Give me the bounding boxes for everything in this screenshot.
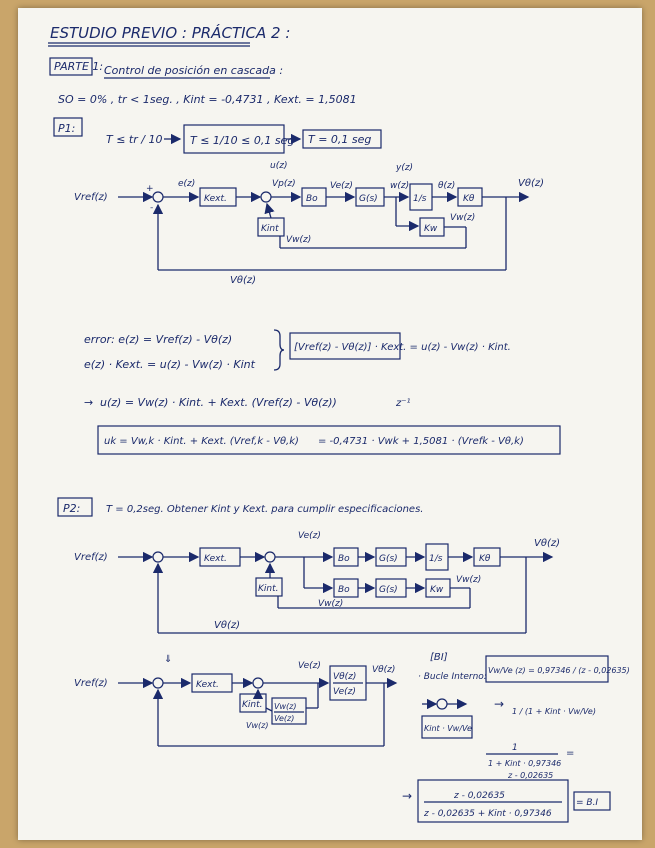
d1-y: y(z) — [395, 163, 413, 173]
d2-input: Vref(z) — [74, 552, 108, 563]
handwritten-notes: ESTUDIO PREVIO : PRÁCTICA 2 : PARTE 1: C… — [18, 8, 642, 840]
bi-frac2-den2: z - 0,02635 — [507, 771, 553, 780]
d1-kint: Kint — [261, 224, 279, 234]
p1-eq3: T = 0,1 seg — [308, 133, 371, 146]
d1-input: Vref(z) — [74, 192, 108, 203]
d2-out: Vθ(z) — [534, 538, 560, 549]
d1-vw: Vw(z) — [450, 213, 475, 223]
d1-theta: θ(z) — [438, 181, 455, 191]
d2-g2: G(s) — [379, 585, 398, 595]
bi-text: · Bucle Interno: — [418, 672, 487, 682]
svg-text:+: + — [146, 184, 154, 194]
d1-ve: Ve(z) — [330, 181, 353, 191]
bi-label: [BI] — [430, 652, 448, 663]
d3-tf-num: Vθ(z) — [333, 672, 356, 682]
part1-specs: SO = 0% , tr < 1seg. , Kint = -0,4731 , … — [58, 93, 357, 106]
p1-eq1: T ≤ tr / 10 — [106, 133, 162, 146]
bi-frac2-den1: 1 + Kint · 0,97346 — [488, 759, 561, 768]
d1-vw2: Vw(z) — [286, 235, 311, 245]
d2-kext: Kext. — [204, 554, 227, 564]
notebook-page: ESTUDIO PREVIO : PRÁCTICA 2 : PARTE 1: C… — [18, 8, 642, 840]
d3-input: Vref(z) — [74, 678, 108, 689]
d2-bo: Bo — [338, 554, 350, 564]
bi-mini-kint: Kint · Vw/Ve — [424, 724, 472, 733]
d1-error: e(z) — [178, 179, 195, 189]
d2-ve: Ve(z) — [298, 531, 321, 541]
svg-text:→: → — [494, 697, 504, 711]
p1-uk-rhs: = -0,4731 · Vwk + 1,5081 · (Vrefk - Vθ,k… — [318, 436, 524, 447]
bi-frac1: 1 / (1 + Kint · Vw/Ve) — [512, 707, 596, 716]
p1-u-eq: u(z) = Vw(z) · Kint. + Kext. (Vref(z) - … — [100, 396, 337, 409]
block-diagram-2: Vref(z) Kext. Ve(z) Bo G(s) 1/s Kθ Vθ(z)… — [74, 531, 560, 633]
d1-vp: Vp(z) — [272, 179, 296, 189]
d3-vw: Vw(z) — [246, 721, 268, 730]
p2-label: P2: — [63, 502, 80, 515]
d1-feedback: Vθ(z) — [230, 275, 256, 286]
page-title: ESTUDIO PREVIO : PRÁCTICA 2 : — [50, 23, 290, 42]
p1-error-line2: e(z) · Kext. = u(z) - Vw(z) · Kint — [84, 358, 256, 371]
d1-u: u(z) — [270, 161, 287, 171]
d2-feedback: Vθ(z) — [214, 620, 240, 631]
d2-bo2: Bo — [338, 585, 350, 595]
p1-combined: [Vref(z) - Vθ(z)] · Kext. = u(z) - Vw(z)… — [294, 342, 511, 353]
final-den: z - 0,02635 + Kint · 0,97346 — [423, 809, 552, 819]
d1-kf: Kθ — [463, 194, 475, 204]
part1-heading: PARTE 1: — [54, 60, 103, 73]
d3-kint: Kint. — [242, 700, 263, 710]
bi-frac2-num: 1 — [512, 743, 518, 753]
d1-out: Vθ(z) — [518, 178, 544, 189]
d2-kw: Kw — [430, 585, 444, 595]
p2-text: T = 0,2seg. Obtener Kint y Kext. para cu… — [106, 504, 423, 515]
p1-eq2: T ≤ 1/10 ≤ 0,1 seg — [190, 134, 294, 147]
d2-vw2: Vw(z) — [318, 599, 343, 609]
d1-bo: Bo — [306, 194, 318, 204]
d1-kw: Kw — [424, 224, 438, 234]
p1-label: P1: — [58, 122, 75, 135]
d2-g: G(s) — [379, 554, 398, 564]
block-diagram-1: Vref(z) + - e(z) Kext. u(z) Vp(z) Bo Ve(… — [74, 161, 544, 286]
block-diagram-3: ⇓ Vref(z) Kext. Ve(z) Vθ(z) Ve(z) Vθ(z) … — [74, 654, 396, 746]
final-tag: = B.I — [576, 798, 598, 808]
svg-text:⇓: ⇓ — [164, 654, 172, 665]
d2-kf: Kθ — [479, 554, 491, 564]
d3-kext: Kext. — [196, 680, 219, 690]
p1-error-line1: error: e(z) = Vref(z) - Vθ(z) — [84, 333, 232, 346]
d2-kint: Kint. — [258, 584, 279, 594]
bi-tf: Vw/Ve (z) = 0,97346 / (z - 0,02635) — [488, 666, 630, 675]
part1-subtitle: Control de posición en cascada : — [104, 64, 283, 77]
d3-tf-den: Ve(z) — [333, 687, 356, 697]
d3-vw-den: Ve(z) — [274, 714, 294, 723]
d1-g: G(s) — [359, 194, 378, 204]
d1-w: w(z) — [390, 181, 409, 191]
svg-text:=: = — [566, 748, 574, 759]
p1-ztrans: z⁻¹ — [395, 398, 411, 409]
d1-integrator: 1/s — [413, 194, 427, 204]
d3-vw-num: Vw(z) — [274, 702, 296, 711]
final-num: z - 0,02635 — [453, 791, 505, 801]
d2-vw: Vw(z) — [456, 575, 481, 585]
d3-ve: Ve(z) — [298, 661, 321, 671]
svg-text:→: → — [84, 396, 93, 409]
svg-text:→: → — [402, 789, 412, 803]
d2-integrator: 1/s — [429, 554, 443, 564]
d3-out: Vθ(z) — [372, 665, 395, 675]
p1-uk-lhs: uk = Vw,k · Kint. + Kext. (Vref,k - Vθ,k… — [104, 436, 299, 447]
d1-kext: Kext. — [204, 194, 227, 204]
svg-text:-: - — [150, 203, 153, 213]
